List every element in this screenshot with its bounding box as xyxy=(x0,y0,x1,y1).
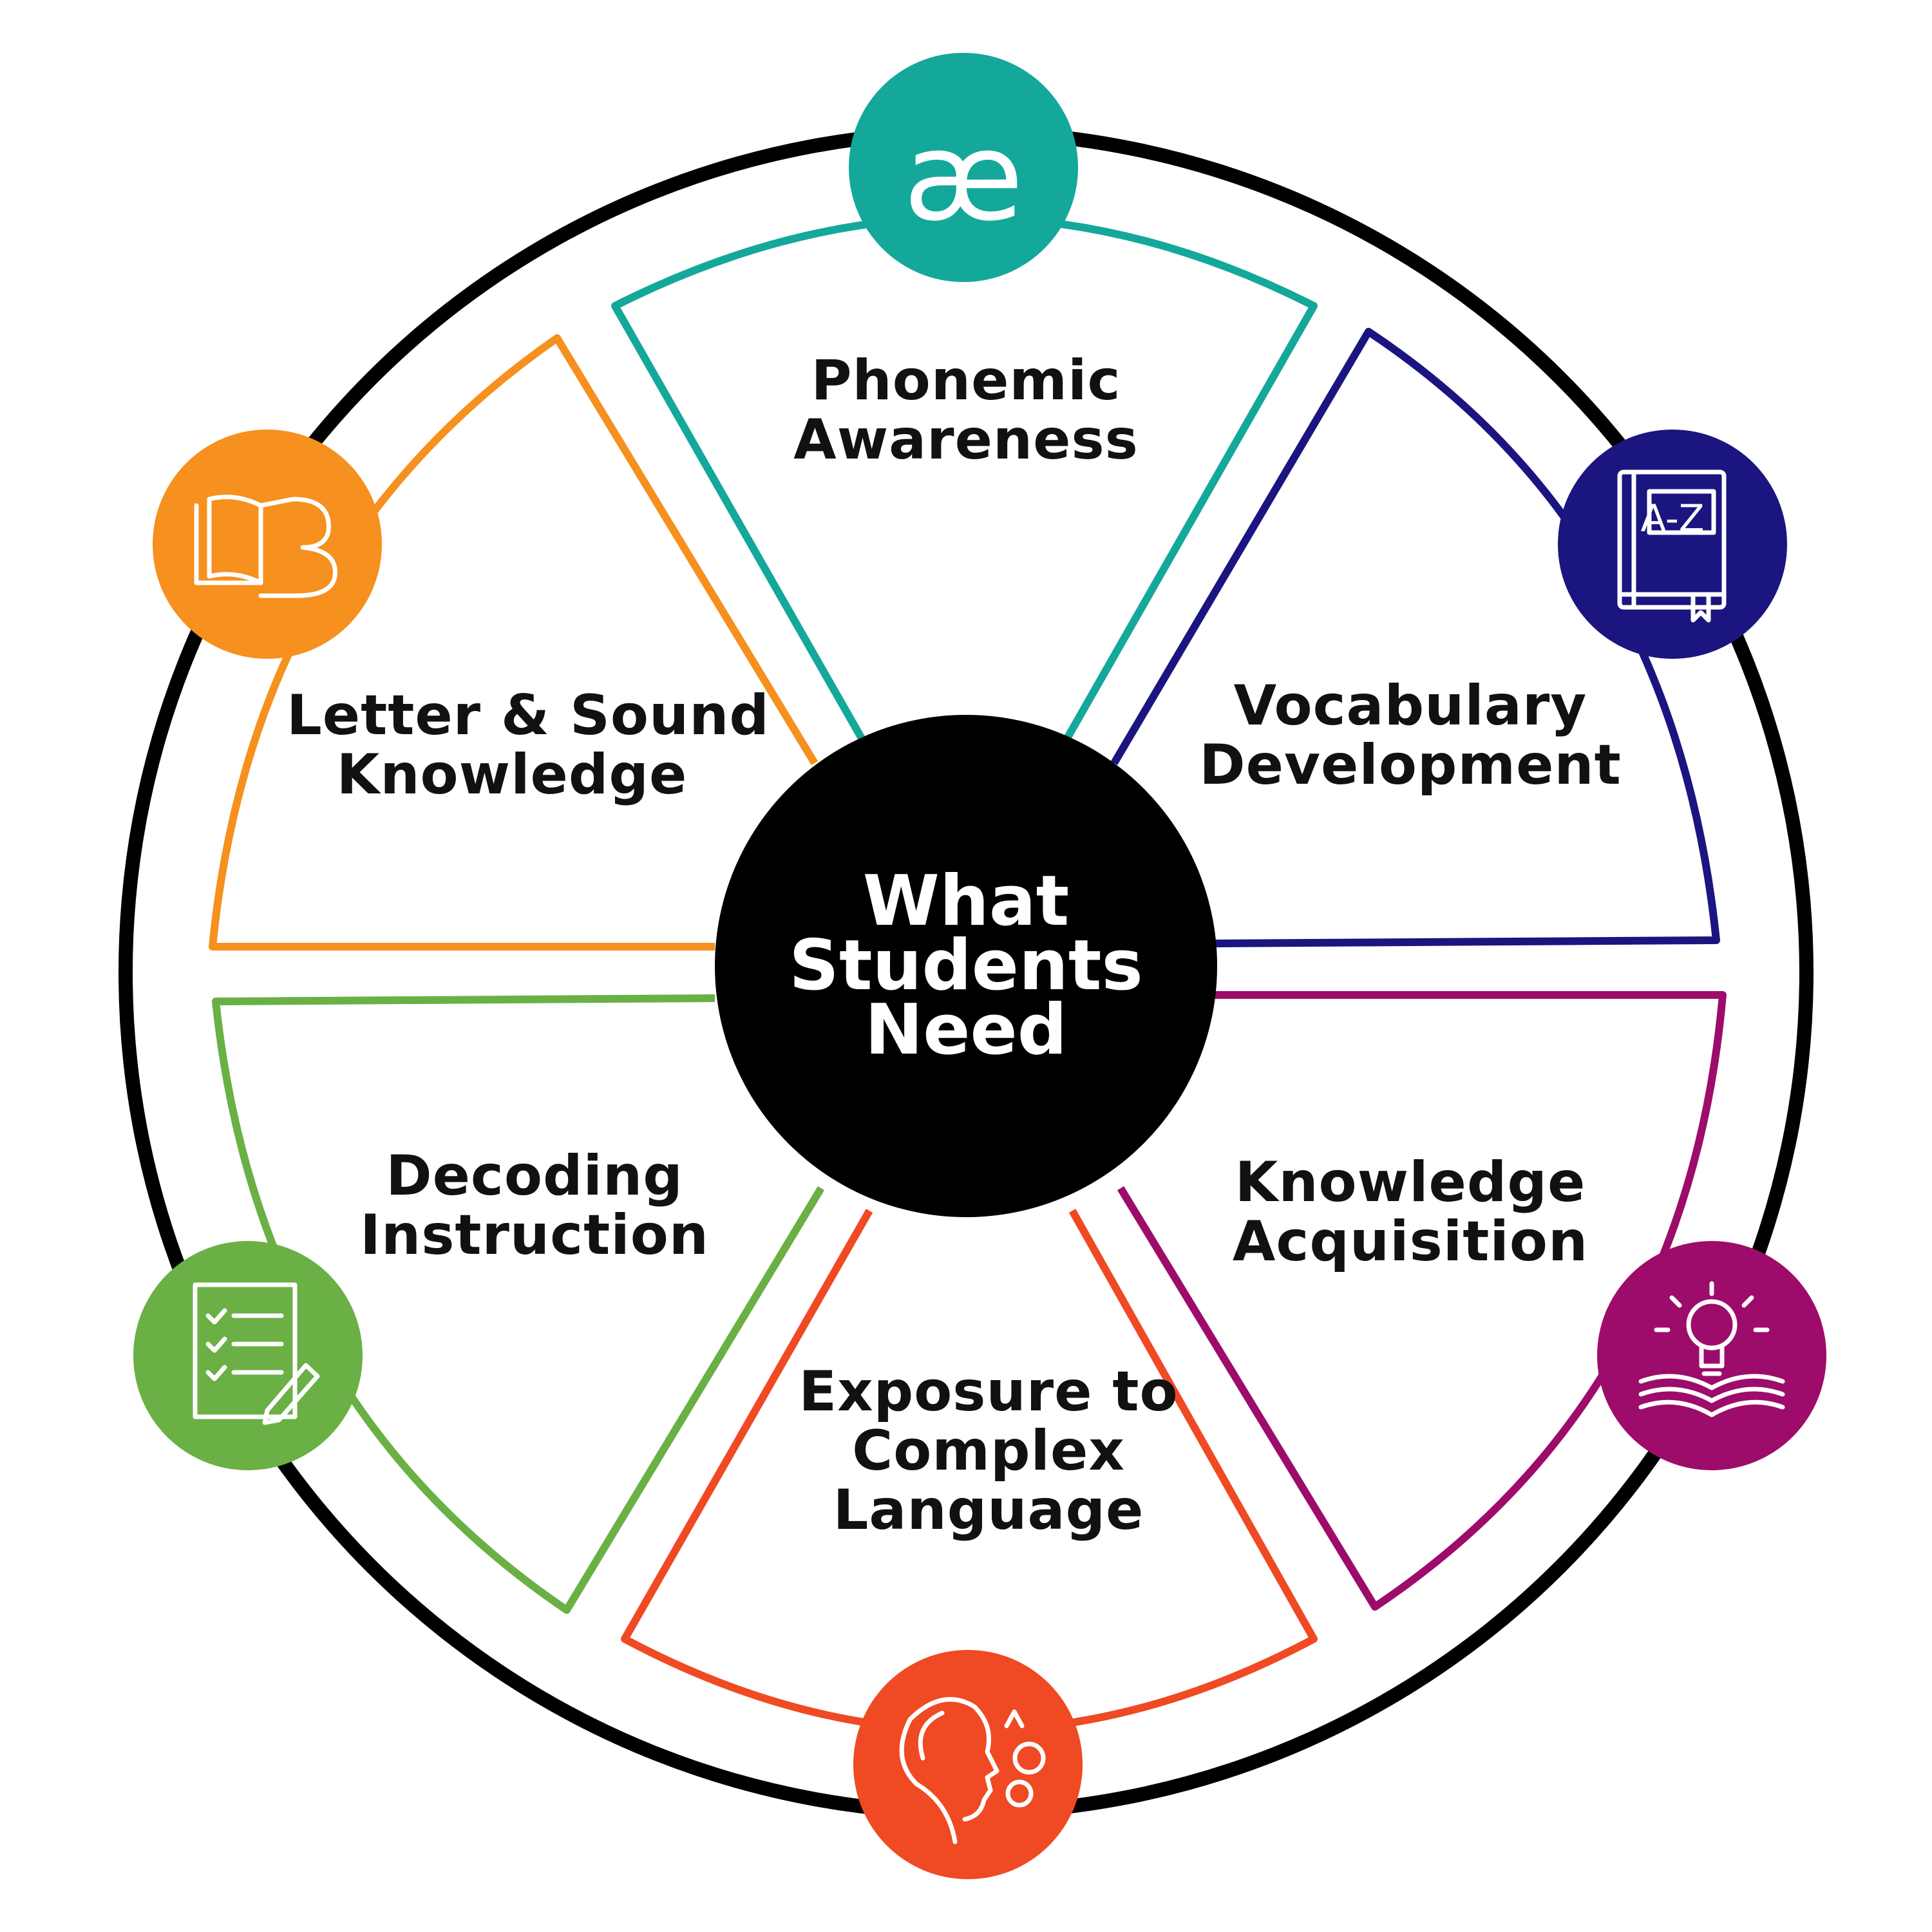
icon-badge-phonemic-awareness xyxy=(849,53,1078,282)
icon-badge-knowledge-acquisition xyxy=(1597,1241,1826,1470)
label-line: Complex xyxy=(852,1419,1125,1483)
label-line: Knowledge xyxy=(336,743,688,807)
center-line: Students xyxy=(789,925,1143,1006)
dictionary-book-icon xyxy=(1558,430,1787,659)
lightbulb-open-book-icon xyxy=(1597,1241,1826,1470)
checklist-pencil-icon xyxy=(133,1241,363,1470)
icon-badge-letter-sound-knowledge xyxy=(153,430,382,659)
label-line: Development xyxy=(1199,733,1622,797)
segment-outline-phonemic-awareness xyxy=(611,213,1318,743)
label-knowledge-acquisition: Knowledge Acquisition xyxy=(1185,1153,1636,1271)
ae-ligature-icon: æ xyxy=(903,106,1024,248)
label-line: Language xyxy=(833,1478,1144,1542)
open-book-letter-b-icon xyxy=(153,430,382,659)
label-line: Instruction xyxy=(359,1203,710,1267)
center-circle xyxy=(715,715,1217,1217)
label-vocabulary-development: Vocabulary Development xyxy=(1185,676,1636,795)
label-line: Vocabulary xyxy=(1233,674,1587,738)
label-line: Knowledge xyxy=(1235,1150,1586,1215)
ae-ligature-icon xyxy=(849,53,1078,282)
label-line: Exposure to xyxy=(799,1359,1179,1424)
label-line: Letter & Sound xyxy=(287,683,770,748)
label-letter-sound-knowledge: Letter & Sound Knowledge xyxy=(287,683,770,807)
center-line: What xyxy=(862,861,1070,942)
label-phonemic-awareness: Phonemic Awareness xyxy=(741,351,1191,469)
label-decoding-instruction: Decoding Instruction xyxy=(309,1146,760,1265)
label-line: Phonemic xyxy=(811,348,1121,413)
icon-badge-exposure-to-complex-language xyxy=(853,1650,1083,1879)
segments-layer xyxy=(209,213,1727,1735)
label-line: Acquisition xyxy=(1232,1209,1589,1274)
icon-badge-vocabulary-development xyxy=(1558,430,1787,659)
icons-layer xyxy=(133,53,1826,1879)
label-exposure-to-complex-language: Exposure to Complex Language xyxy=(763,1362,1214,1540)
center-label: What Students Need xyxy=(766,861,1166,1070)
label-line: Decoding xyxy=(386,1144,683,1208)
label-line: Awareness xyxy=(793,408,1139,472)
a-z-label: A-Z xyxy=(1640,497,1705,540)
center-line: Need xyxy=(864,990,1068,1070)
icon-badge-decoding-instruction xyxy=(133,1241,363,1470)
speaking-head-icon xyxy=(853,1650,1083,1879)
